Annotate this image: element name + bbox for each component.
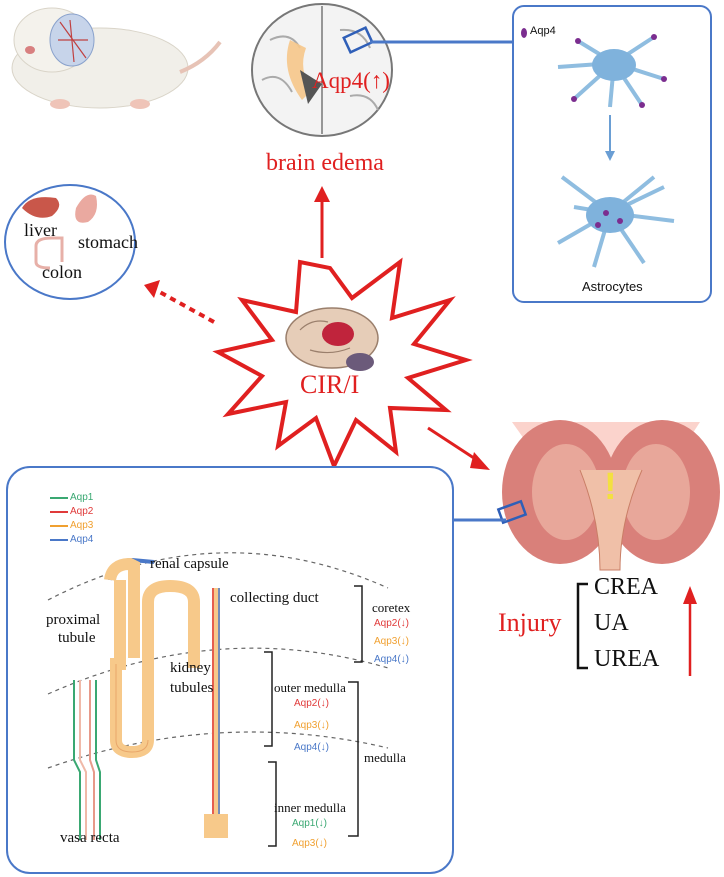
- colon-label: colon: [42, 262, 82, 282]
- collecting-duct-label: collecting duct: [230, 590, 319, 606]
- proximal-label: proximal: [46, 612, 101, 628]
- coretex-aqp2: Aqp2(↓): [374, 618, 410, 629]
- legend-aqp1: Aqp1: [70, 492, 94, 503]
- inner-aqp3: Aqp3(↓): [292, 838, 328, 849]
- outer-aqp3: Aqp3(↓): [294, 720, 330, 731]
- tubules-label: tubules: [170, 680, 214, 696]
- marker-urea: UREA: [594, 646, 660, 672]
- injury-label: Injury: [498, 608, 562, 637]
- kidney-illustration: [496, 420, 720, 571]
- medulla-label: medulla: [364, 750, 406, 765]
- legend-aqp4: Aqp4: [70, 534, 94, 545]
- vasa-recta-label: vasa recta: [60, 830, 120, 846]
- stomach-label: stomach: [78, 232, 138, 252]
- marker-crea: CREA: [594, 574, 659, 600]
- rat-illustration: [11, 7, 222, 109]
- cir-label: CIR/I: [300, 370, 360, 399]
- legend-aqp2: Aqp2: [70, 506, 94, 517]
- aqp4-legend-label: Aqp4: [530, 25, 556, 37]
- coretex-label: coretex: [372, 600, 411, 615]
- liver-label: liver: [24, 220, 57, 240]
- kidney-nephron-panel: Aqp1 Aqp2 Aqp3 Aqp4 renal capsule collec…: [6, 466, 454, 874]
- astrocyte-drawing: [521, 28, 675, 268]
- brain-side-view: [285, 307, 379, 371]
- organ-circle: [4, 184, 136, 300]
- outer-aqp2: Aqp2(↓): [294, 698, 330, 709]
- nephron-drawing: [47, 497, 389, 847]
- coretex-aqp3: Aqp3(↓): [374, 636, 410, 647]
- brain-edema-label: brain edema: [266, 150, 384, 176]
- aqp4-up-label: Aqp4(↑): [312, 68, 390, 93]
- coretex-aqp4: Aqp4(↓): [374, 654, 410, 665]
- legend-aqp3: Aqp3: [70, 520, 94, 531]
- inner-aqp1: Aqp1(↓): [292, 818, 328, 829]
- outer-aqp4: Aqp4(↓): [294, 742, 330, 753]
- warning-mark: !: [604, 466, 617, 508]
- brain-top-view: [251, 3, 393, 137]
- outer-medulla-label: outer medulla: [274, 680, 346, 695]
- inner-medulla-label: inner medulla: [274, 800, 346, 815]
- renal-capsule-label: renal capsule: [150, 556, 229, 572]
- astrocyte-panel: Aqp4 Astrocytes: [512, 5, 712, 303]
- kidney-label: kidney: [170, 660, 211, 676]
- astrocytes-caption: Astrocytes: [582, 279, 643, 294]
- tubule-label: tubule: [58, 630, 96, 646]
- marker-ua: UA: [594, 610, 629, 636]
